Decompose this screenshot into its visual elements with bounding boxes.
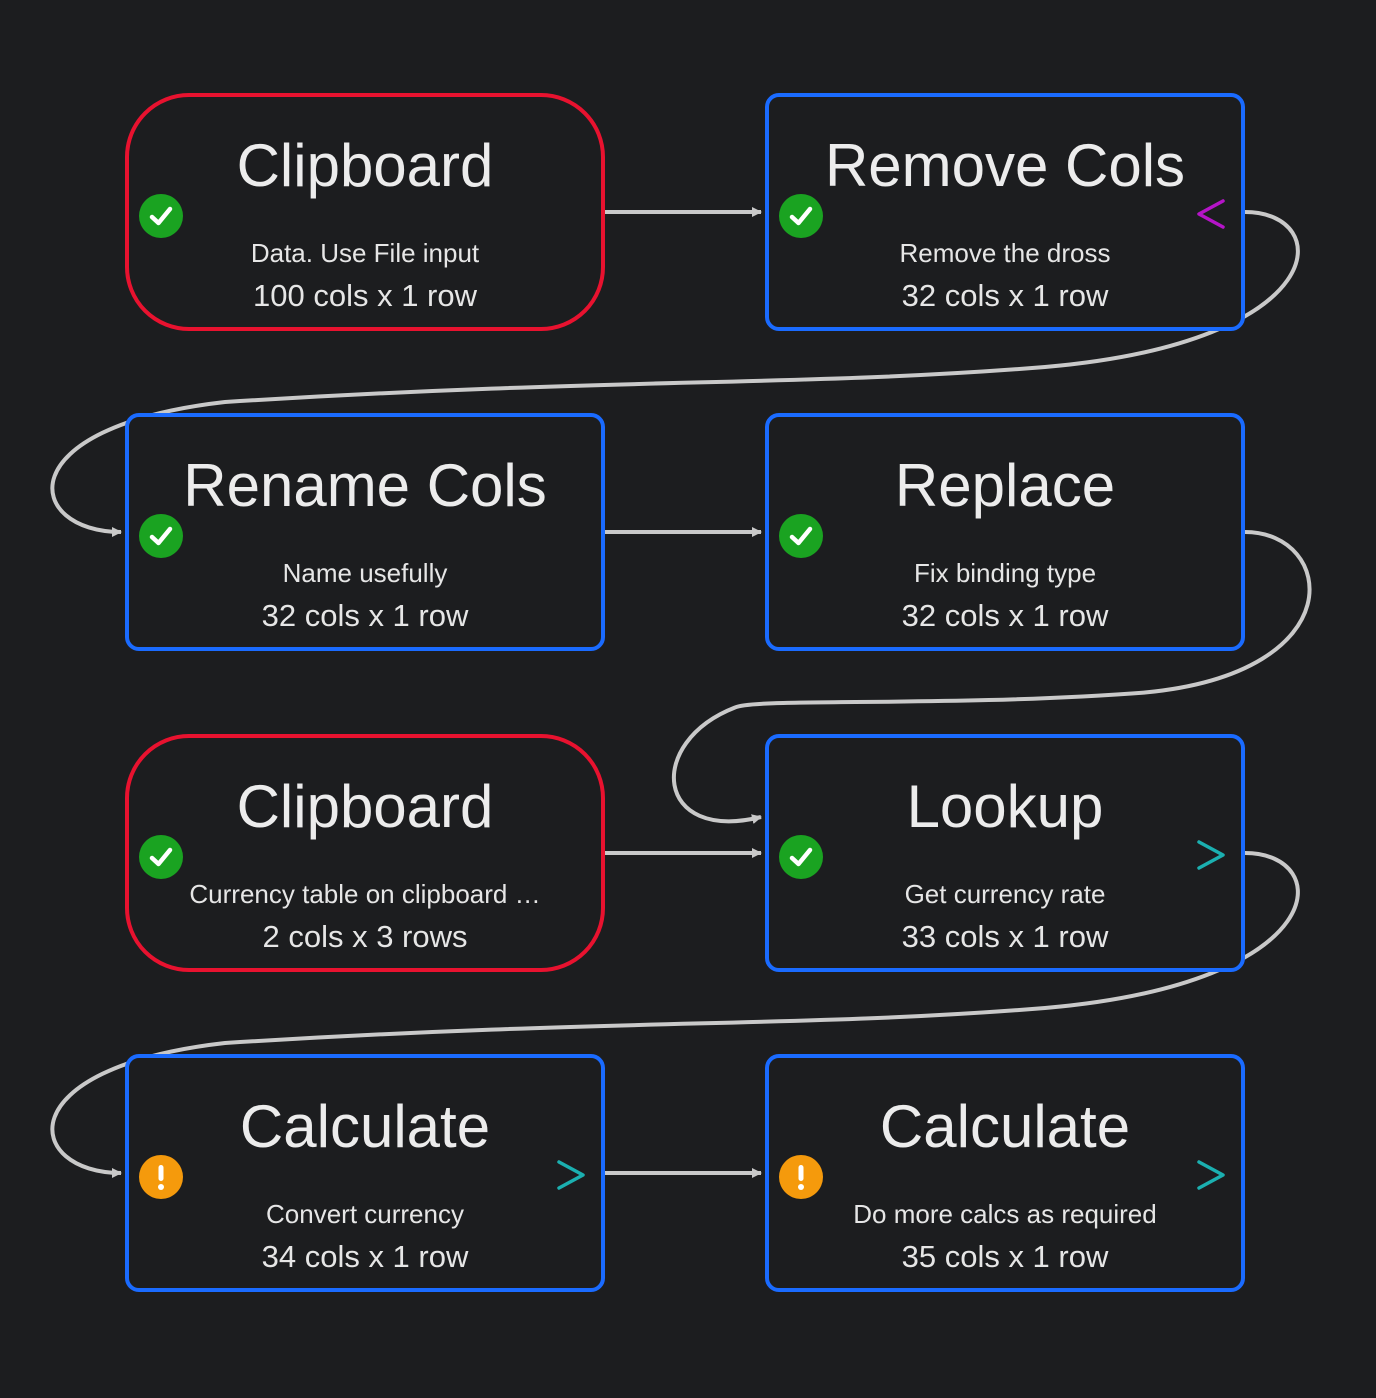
check-icon: [779, 835, 823, 879]
warning-icon: [139, 1155, 183, 1199]
node-title: Lookup: [906, 773, 1104, 840]
chevron-left-icon[interactable]: [1191, 189, 1231, 239]
node-title: Remove Cols: [824, 132, 1186, 199]
node-title: Clipboard: [236, 773, 494, 840]
node-description: Name usefully: [282, 558, 448, 588]
check-icon: [779, 194, 823, 238]
node-title: Calculate: [239, 1093, 491, 1160]
chevron-right-icon[interactable]: [1191, 1150, 1231, 1200]
node-description: Currency table on clipboard …: [189, 879, 541, 909]
node-title: Calculate: [879, 1093, 1131, 1160]
node-dimensions: 32 cols x 1 row: [901, 598, 1109, 633]
chevron-right-icon[interactable]: [551, 1150, 591, 1200]
node-dimensions: 33 cols x 1 row: [901, 919, 1109, 954]
edge-n4-to-n6[interactable]: [671, 530, 1312, 824]
node-title: Clipboard: [236, 132, 494, 199]
node-title: Rename Cols: [183, 452, 547, 519]
node-dimensions: 35 cols x 1 row: [901, 1239, 1109, 1274]
warning-icon: [779, 1155, 823, 1199]
node-dimensions: 32 cols x 1 row: [901, 278, 1109, 313]
node-description: Data. Use File input: [250, 238, 480, 268]
check-icon: [139, 514, 183, 558]
node-dimensions: 34 cols x 1 row: [261, 1239, 469, 1274]
node-description: Fix binding type: [913, 558, 1097, 588]
node-description: Remove the dross: [899, 238, 1111, 268]
node-dimensions: 100 cols x 1 row: [253, 278, 477, 313]
check-icon: [779, 514, 823, 558]
edge-n6-to-n7[interactable]: [50, 851, 1300, 1178]
check-icon: [139, 835, 183, 879]
node-dimensions: 2 cols x 3 rows: [262, 919, 468, 954]
node-title: Replace: [894, 452, 1116, 519]
check-icon: [139, 194, 183, 238]
node-step-calculate[interactable]: Calculate Do more calcs as required 35 col…: [765, 1054, 1245, 1292]
edge-n2-to-n3[interactable]: [50, 210, 1300, 537]
node-description: Get currency rate: [904, 879, 1106, 909]
node-description: Do more calcs as required: [853, 1199, 1157, 1229]
chevron-right-icon[interactable]: [1191, 830, 1231, 880]
node-description: Convert currency: [266, 1199, 464, 1229]
node-dimensions: 32 cols x 1 row: [261, 598, 469, 633]
